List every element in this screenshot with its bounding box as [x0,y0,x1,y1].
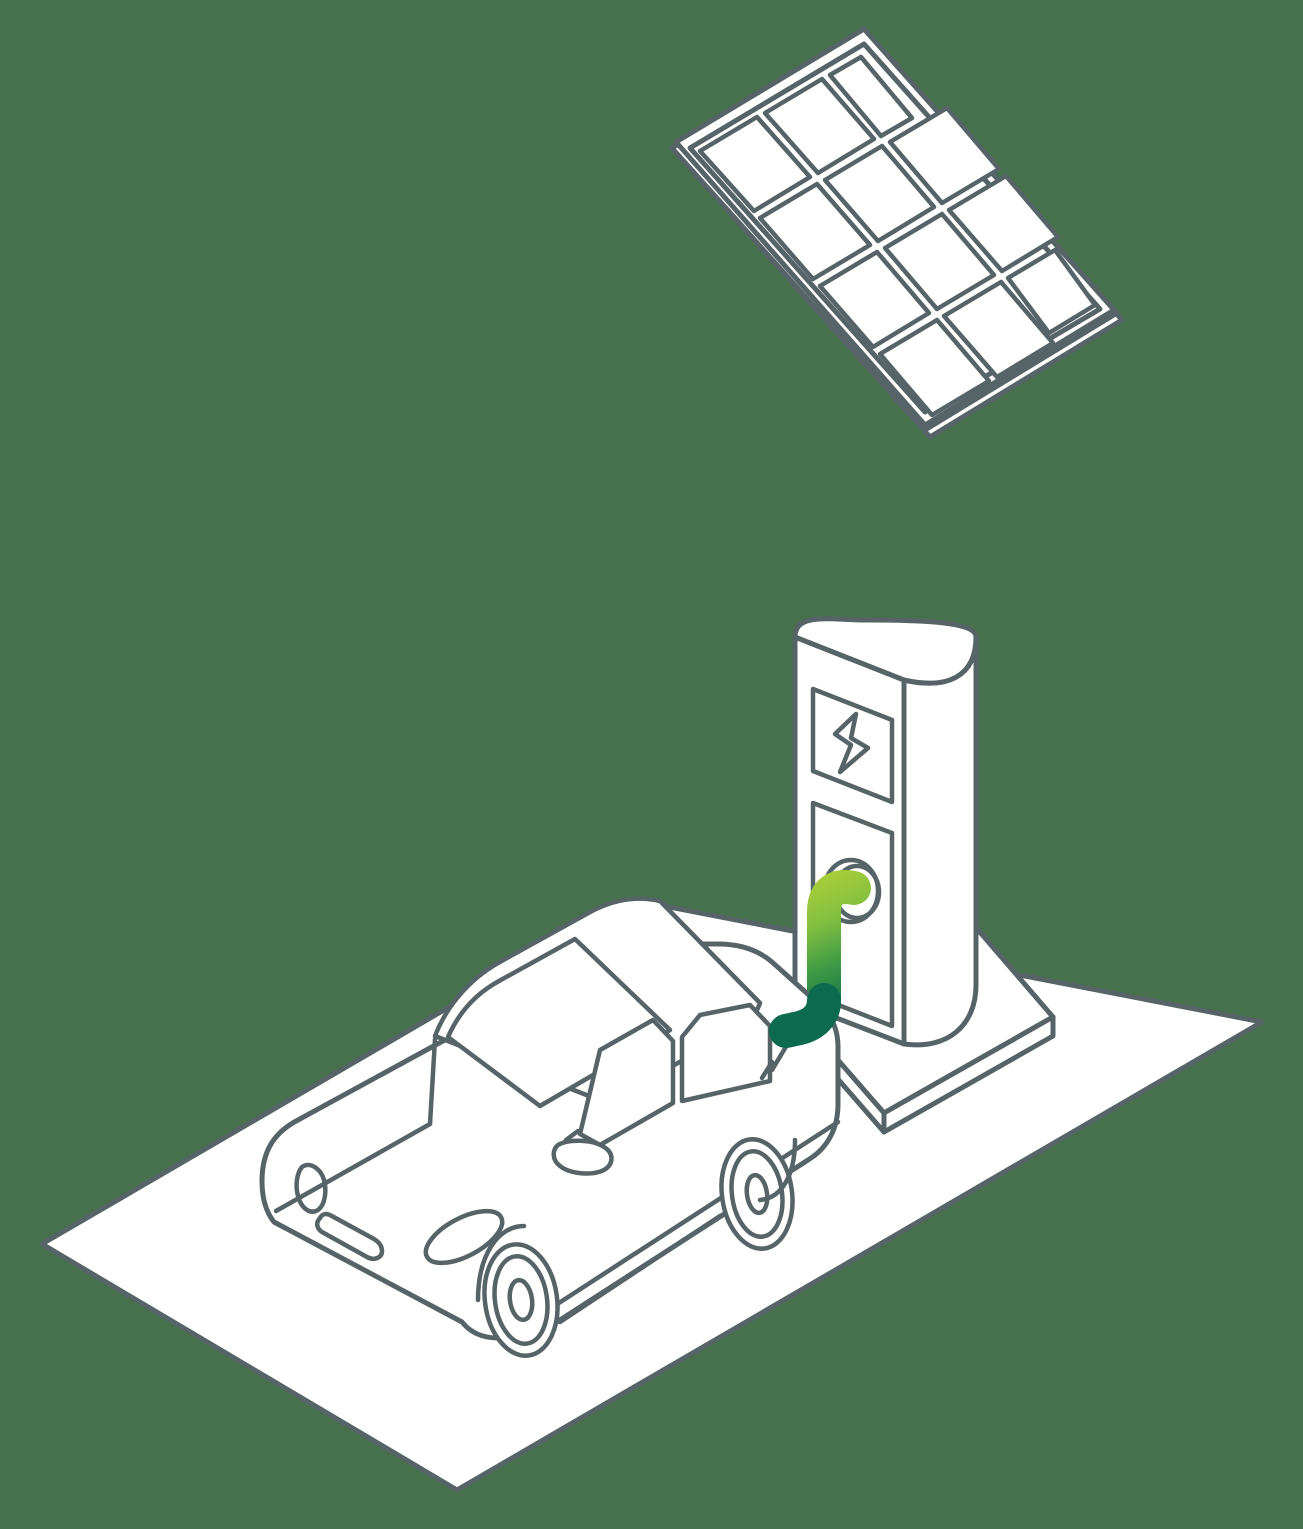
car-wheel-front [482,1242,560,1358]
car-charge-inlet-edge [759,1059,775,1081]
car-front-vent [315,1211,385,1261]
pedestal-right-face [901,634,979,1048]
car-a-pillar-line [427,1036,438,1127]
car-headlight-left [294,1162,328,1214]
car-hood-line [273,1121,433,1214]
solar-panel [669,26,1125,440]
power-mast [879,386,917,639]
lightning-bolt-icon [832,711,871,775]
car-wheel-arch-front [475,1223,527,1303]
car-rocker-line [557,1213,723,1325]
solar-cell-grid [697,54,1098,418]
electric-car [259,896,841,1358]
car-wheel-arch-rear [757,1137,798,1203]
car-windshield [445,936,673,1109]
pedestal-top-cap [792,616,979,686]
charging-cable-tip [769,983,841,1048]
car-side-mirror [551,1138,614,1176]
car-headlight-right [423,1208,505,1266]
car-wheel-rear [719,1137,795,1251]
car-mirror-arm [563,1128,581,1143]
